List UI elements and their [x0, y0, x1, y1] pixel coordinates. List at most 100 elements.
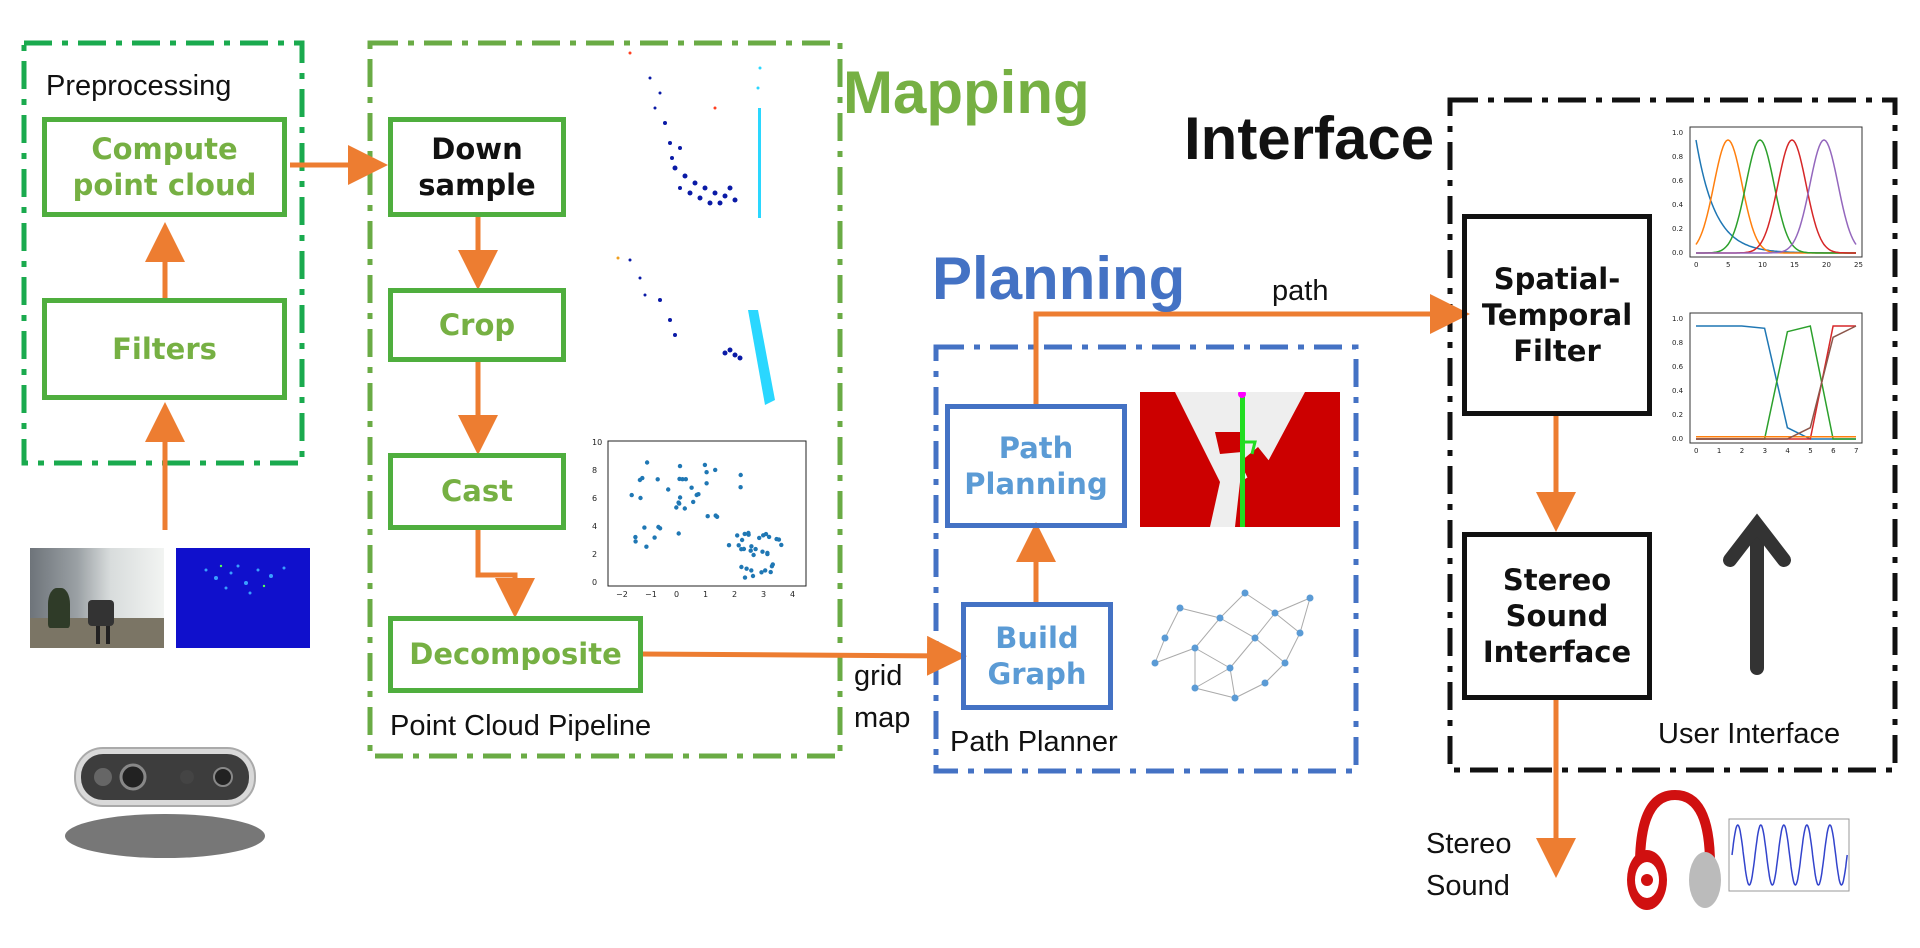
scatter-ytick: 6 [592, 494, 597, 503]
graph-edge [1274, 597, 1311, 614]
point-cloud-pipeline-title: Point Cloud Pipeline [390, 710, 652, 742]
plot1-ytick: 0.0 [1672, 249, 1683, 257]
compute-point-cloud-box: Compute point cloud [42, 117, 287, 217]
graph-edge [1274, 612, 1301, 634]
scatter-point [735, 533, 740, 538]
scatter-point [702, 462, 708, 468]
scatter-xtick: 0 [674, 590, 679, 599]
scatter-point [749, 568, 754, 573]
plot1-ytick: 0.8 [1672, 153, 1683, 161]
mapping-title: Mapping [843, 59, 1090, 126]
scatter-point [644, 544, 649, 549]
arrow-decomposite-to-buildgraph [639, 635, 967, 676]
graph-edge [1219, 592, 1246, 619]
scatter-point [757, 535, 762, 541]
graph-edge [1194, 687, 1236, 699]
down-sample-box: Down sample [388, 117, 566, 217]
graph-edge [1219, 617, 1256, 639]
plot2-ytick: 1.0 [1672, 315, 1683, 323]
plot1-curve [1696, 139, 1857, 254]
graph-node [1261, 679, 1269, 687]
path-planner-title: Path Planner [950, 726, 1118, 758]
scatter-point [652, 535, 657, 540]
scatter-point [683, 477, 688, 482]
scatter-point [748, 548, 753, 553]
cast-box: Cast [388, 453, 566, 530]
spatial-temporal-filter-box: Spatial-Temporal Filter [1462, 214, 1652, 416]
graph-node [1271, 609, 1279, 617]
scatter-point [629, 492, 634, 498]
graph-edge [1154, 647, 1196, 664]
graph-edge [1194, 647, 1231, 669]
user-interface-title: User Interface [1658, 718, 1841, 750]
scatter-point [760, 549, 765, 554]
scatter-ytick: 8 [592, 466, 597, 475]
build-graph-network [1151, 589, 1314, 702]
scatter-ytick: 4 [592, 522, 597, 531]
scatter-point [739, 537, 745, 543]
scatter-ytick: 10 [592, 438, 602, 447]
scatter-point [633, 534, 638, 540]
scatter-point [691, 499, 696, 505]
scatter-point [742, 531, 747, 537]
plot1-ytick: 0.6 [1672, 177, 1684, 185]
scatter-point [741, 546, 747, 552]
graph-edge [1264, 662, 1286, 684]
scatter-point [677, 463, 683, 469]
planning-frame [933, 344, 1359, 774]
plot2-xtick: 4 [1785, 447, 1790, 455]
graph-edge [1194, 667, 1231, 689]
mapping-frame [367, 40, 843, 759]
scatter-point [676, 500, 681, 505]
scatter-point [656, 524, 661, 530]
path-label: path [1272, 275, 1329, 307]
graph-node [1161, 634, 1169, 642]
scatter-xtick: 2 [732, 590, 737, 599]
scatter-point [644, 460, 650, 465]
plot1-xtick: 10 [1758, 261, 1767, 269]
plot1-xtick: 25 [1854, 261, 1863, 269]
path-planning-grid-map [1140, 392, 1340, 527]
crop-box: Crop [388, 288, 566, 362]
stereo-sound-interface-box: Stereo Sound Interface [1462, 532, 1652, 700]
depth-camera-device [65, 747, 265, 858]
scatter-point [638, 495, 643, 501]
plot2-ytick: 0.8 [1672, 339, 1683, 347]
plot2-xtick: 7 [1854, 447, 1858, 455]
scatter-xtick: −2 [616, 590, 628, 599]
plot2-ytick: 0.0 [1672, 435, 1683, 443]
scatter-point [655, 477, 660, 482]
scatter-point [677, 495, 683, 500]
scatter-point [640, 475, 645, 481]
graph-edge [1254, 637, 1286, 664]
grid-map-label-line1: grid [854, 660, 903, 692]
scatter-xtick: 3 [761, 590, 766, 599]
interface-frame [1447, 97, 1898, 773]
stereo-sound-label-line2: Sound [1426, 870, 1510, 902]
rgb-camera-image [30, 548, 164, 648]
scatter-point [744, 566, 749, 571]
scatter-point [779, 542, 784, 548]
scatter-point [765, 551, 770, 557]
plot2-xtick: 0 [1694, 447, 1698, 455]
graph-edge [1234, 682, 1266, 699]
scatter-point [680, 477, 685, 482]
scatter-point [761, 533, 766, 538]
scatter-point [738, 472, 743, 478]
scatter-point [750, 573, 756, 579]
plot1-xtick: 15 [1790, 261, 1799, 269]
graph-edge [1229, 667, 1236, 699]
scatter-point [633, 539, 638, 544]
planning-title: Planning [932, 245, 1186, 312]
scatter-point [705, 514, 710, 519]
stereo-sound-label-line1: Stereo [1426, 828, 1512, 860]
plot2-curve [1696, 325, 1856, 440]
scatter-point [689, 485, 694, 490]
decomposite-box: Decomposite [388, 616, 643, 693]
scatter-point [774, 536, 779, 542]
plot2-xtick: 6 [1831, 447, 1836, 455]
scatter-point [766, 534, 772, 540]
scatter-point [696, 492, 701, 497]
